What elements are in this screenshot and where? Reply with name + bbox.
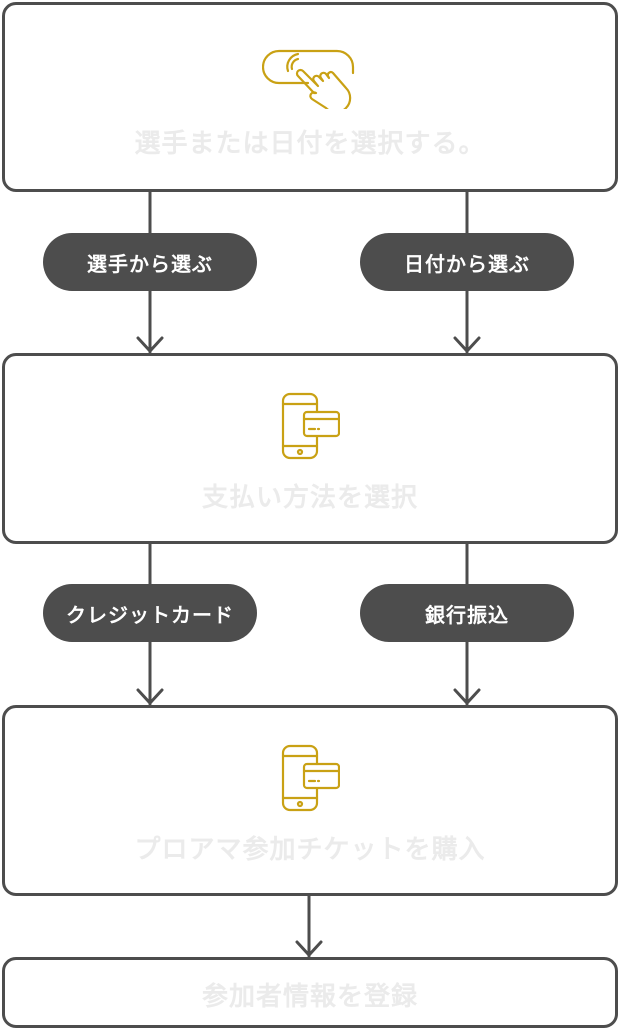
branch-bank-transfer[interactable]: 銀行振込 [360,584,574,642]
step-label: 支払い方法を選択 [201,483,418,513]
smartphone-card-icon [281,392,340,460]
step-label: 選手または日付を選択する。 [134,129,486,159]
step-select-payment: 支払い方法を選択 [2,353,618,544]
arrow-head-icon [136,336,164,354]
branch-credit-card[interactable]: クレジットカード [43,584,257,642]
smartphone-card-icon [281,744,340,812]
arrow-head-icon [453,336,481,354]
branch-select-by-player[interactable]: 選手から選ぶ [43,233,257,291]
step-register-participant: 参加者情報を登録 [2,957,618,1028]
tap-hand-icon [262,49,355,109]
step-label: プロアマ参加チケットを購入 [134,835,486,865]
step-label: 参加者情報を登録 [201,982,418,1012]
step-select-player-or-date: 選手または日付を選択する。 [2,2,618,192]
arrow-head-icon [295,940,323,958]
arrow-head-icon [453,688,481,706]
branch-select-by-date[interactable]: 日付から選ぶ [360,233,574,291]
step-purchase-ticket: プロアマ参加チケットを購入 [2,705,618,896]
arrow-head-icon [136,688,164,706]
